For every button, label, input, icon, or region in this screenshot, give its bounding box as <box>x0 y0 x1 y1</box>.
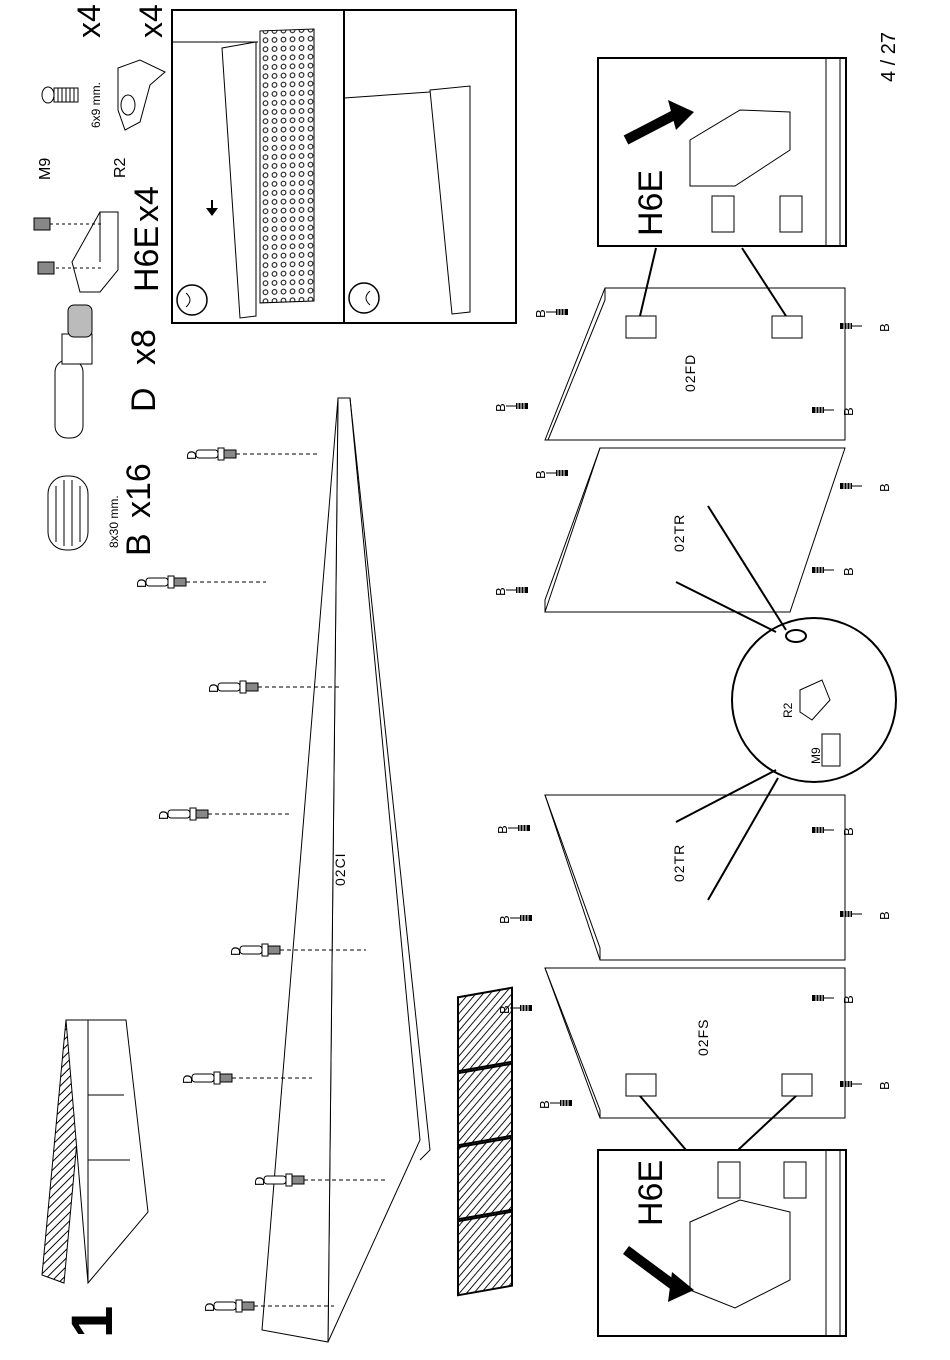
dowel-label-3: D <box>206 684 221 693</box>
dowel-label-8: D <box>202 1303 217 1312</box>
m9-screw-icon <box>42 87 78 103</box>
dowel-label-4: D <box>156 811 171 820</box>
dowel-label-5: D <box>228 947 243 956</box>
b-cam-icon <box>48 476 88 550</box>
detail-m9-label: M9 <box>809 747 823 764</box>
d-label: D <box>125 387 163 412</box>
cam-label-1: B <box>533 309 548 318</box>
step-number: 1 <box>60 1306 125 1338</box>
cam-label-13: B <box>841 827 856 836</box>
panel-top-label: 02CI <box>332 852 348 886</box>
frown-icon <box>349 283 379 313</box>
assembled-unit-preview <box>42 1020 148 1283</box>
cam-label-10: B <box>841 407 856 416</box>
h6e-detail-bottom-label: H6E <box>632 1160 670 1226</box>
detail-r2-label: R2 <box>781 702 795 718</box>
h6e-detail-top-label: H6E <box>632 170 670 236</box>
dowel-label-6: D <box>180 1075 195 1084</box>
cam-label-2: B <box>493 403 508 412</box>
r2-size: 6x9 mm. <box>89 82 103 128</box>
h6e-bracket-icon <box>34 212 118 292</box>
r2-label: R2 <box>112 157 129 178</box>
cam-label-11: B <box>877 483 892 492</box>
b-size: 8x30 mm. <box>107 495 121 548</box>
panel-divider-a <box>545 795 845 960</box>
smiley-icon <box>177 285 207 315</box>
h6e-label: H6E <box>128 226 166 292</box>
dowel-label-1: D <box>184 451 199 460</box>
r2-bracket-icon <box>118 60 165 130</box>
cam-label-4: B <box>493 587 508 596</box>
h6e-qty: x4 <box>128 186 166 222</box>
cam-label-12: B <box>841 567 856 576</box>
dowel-label-2: D <box>134 579 149 588</box>
dowel-label-7: D <box>252 1177 267 1186</box>
cam-label-6: B <box>497 915 512 924</box>
panel-divider-b <box>545 448 845 612</box>
d-dowel-icon <box>55 305 92 438</box>
cam-label-3: B <box>533 470 548 479</box>
page-number: 4 / 27 <box>878 32 900 82</box>
orientation-check-box <box>172 10 516 323</box>
cam-label-16: B <box>877 1081 892 1090</box>
cam-label-9: B <box>877 323 892 332</box>
panel-front-left-label: 02FS <box>695 1019 711 1056</box>
d-qty: x8 <box>125 329 163 365</box>
panel-divider-a-label: 02TR <box>671 844 687 882</box>
assembled-doors-preview <box>458 988 512 1296</box>
top-qty: x4 <box>71 4 107 38</box>
cam-label-7: B <box>497 1005 512 1014</box>
b-label: B <box>120 533 158 556</box>
cam-label-8: B <box>537 1100 552 1109</box>
b-qty: x16 <box>120 463 158 518</box>
cam-label-15: B <box>841 995 856 1004</box>
cam-label-5: B <box>495 825 510 834</box>
panel-divider-b-label: 02TR <box>671 514 687 552</box>
panel-front-right-label: 02FD <box>682 354 698 392</box>
m9-label: M9 <box>37 158 54 180</box>
r2-qty: x4 <box>133 4 169 38</box>
cam-label-14: B <box>877 911 892 920</box>
